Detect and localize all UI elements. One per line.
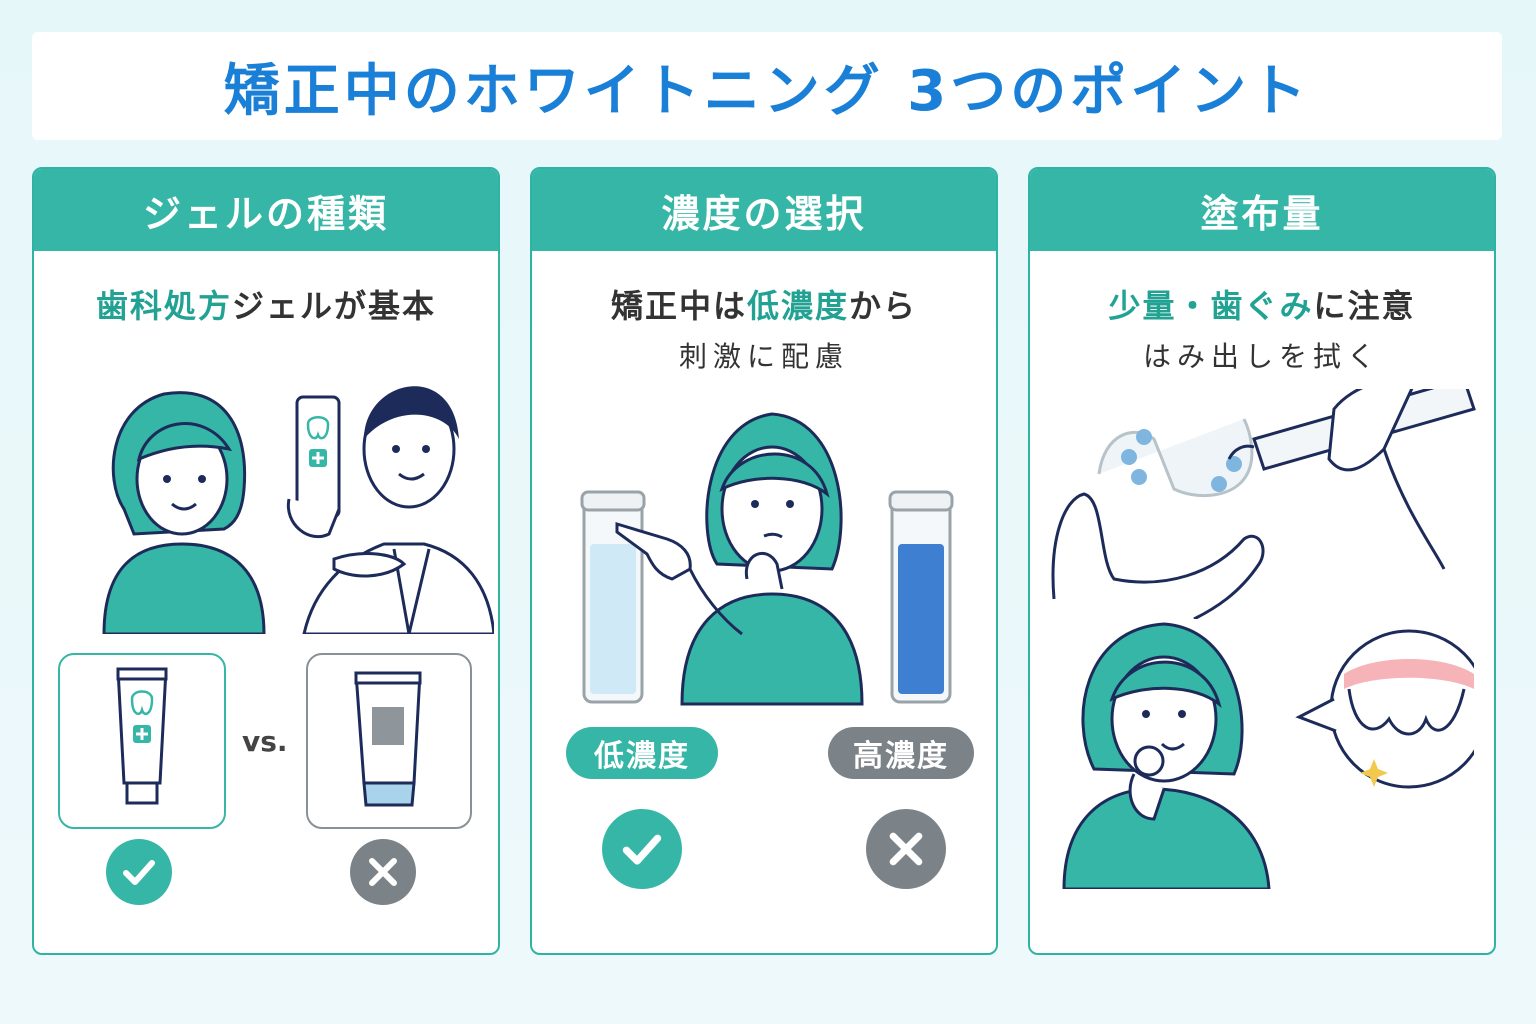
low-concentration-badge: 低濃度	[566, 727, 718, 779]
aligner-syringe-illustration	[1051, 389, 1476, 619]
card-header: 濃度の選択	[532, 169, 996, 251]
card-concentration: 濃度の選択 矯正中は低濃度から 刺激に配慮 低濃度 高濃度	[530, 167, 998, 955]
subtitle-highlight: 低濃度	[746, 287, 849, 325]
card-gel-type: ジェルの種類 歯科処方ジェルが基本 v	[32, 167, 500, 955]
subtitle-text: ジェルが基本	[232, 287, 437, 325]
card-subtitle-2: はみ出しを拭く	[1142, 340, 1381, 373]
patient-dentist-illustration	[102, 386, 494, 634]
otc-gel-box	[306, 653, 472, 829]
card-amount: 塗布量 少量・歯ぐみに注意 はみ出しを拭く	[1028, 167, 1496, 955]
subtitle-highlight: 少量・歯ぐみ	[1108, 287, 1314, 325]
card-subtitle: 矯正中は低濃度から	[532, 281, 996, 327]
wipe-excess-illustration	[1062, 622, 1474, 889]
high-concentration-badge: 高濃度	[828, 727, 974, 779]
dental-gel-tube-icon	[116, 667, 168, 805]
subtitle-text: 矯正中は	[610, 287, 747, 325]
title-bar: 矯正中のホワイトニング 3つのポイント	[32, 32, 1502, 140]
cross-icon	[866, 809, 946, 889]
recommended-gel-box	[58, 653, 226, 829]
card-subtitle-2: 刺激に配慮	[678, 340, 849, 373]
card-header: ジェルの種類	[34, 169, 498, 251]
card-header: 塗布量	[1030, 169, 1494, 251]
page-title: 矯正中のホワイトニング 3つのポイント	[223, 58, 1311, 124]
concentration-illustration	[580, 412, 954, 706]
generic-gel-tube-icon	[354, 671, 422, 807]
check-icon	[602, 809, 682, 889]
card-subtitle: 歯科処方ジェルが基本	[34, 281, 498, 327]
subtitle-highlight: 歯科処方	[95, 287, 232, 325]
vs-label: vs.	[242, 725, 288, 758]
subtitle-text: に注意	[1313, 287, 1416, 325]
card-subtitle: 少量・歯ぐみに注意	[1030, 281, 1494, 327]
check-icon	[106, 839, 172, 905]
cross-icon	[350, 839, 416, 905]
subtitle-text: から	[849, 287, 918, 325]
